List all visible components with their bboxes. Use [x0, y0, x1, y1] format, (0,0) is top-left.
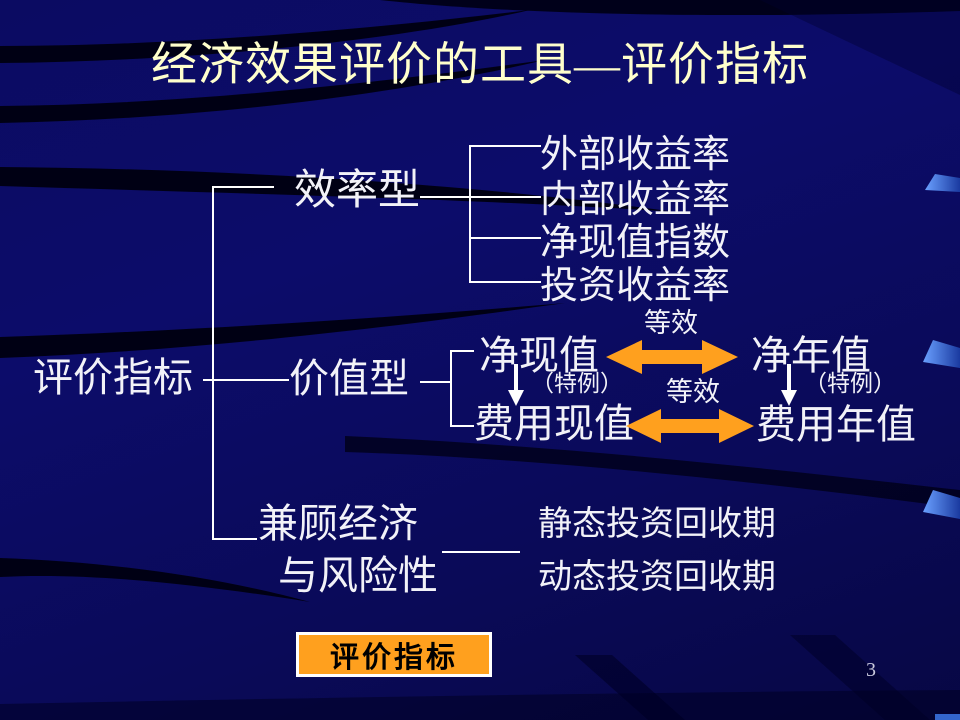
node-cost-annual-value: 费用年值	[756, 402, 916, 447]
efficiency-item: 投资收益率	[540, 265, 731, 307]
efficiency-item: 外部收益率	[540, 134, 731, 176]
main-bracket-vertical-line	[212, 187, 214, 540]
equivalence-arrow-icon	[606, 340, 738, 374]
swoosh-ribbon	[380, 0, 960, 16]
value-bracket-stub	[450, 425, 474, 427]
swoosh-ribbon	[0, 690, 960, 720]
branch-value-label: 价值型	[289, 356, 409, 401]
efficiency-item: 净现值指数	[540, 222, 731, 264]
slide-title: 经济效果评价的工具—评价指标	[151, 39, 809, 90]
branch-risk-label-line1: 兼顾经济	[258, 501, 418, 546]
down-arrow-icon	[508, 364, 524, 406]
node-net-annual-value: 净年值	[751, 333, 871, 378]
accent-bar	[923, 490, 960, 519]
accent-bar	[925, 174, 960, 192]
efficiency-bracket-stub	[469, 145, 541, 147]
efficiency-bracket-stub	[469, 196, 541, 198]
value-bracket-stub	[450, 350, 474, 352]
swoosh-ribbon	[0, 60, 545, 123]
down-arrow-icon	[781, 364, 797, 406]
equivalence-label-bottom: 等效	[666, 377, 720, 407]
swoosh-ribbon	[345, 436, 960, 508]
node-net-present-value: 净现值	[479, 333, 599, 378]
special-case-label: （特例）	[531, 371, 623, 396]
efficiency-item: 内部收益率	[540, 179, 731, 221]
swoosh-ribbon	[0, 303, 565, 358]
value-bracket-stub	[420, 381, 450, 383]
swoosh-ribbon	[0, 167, 675, 212]
risk-item: 动态投资回收期	[538, 559, 776, 596]
accent-bar	[923, 340, 960, 368]
connector-line-risk	[212, 538, 257, 540]
swoosh-ribbon	[0, 558, 310, 602]
efficiency-bracket-stub	[469, 281, 541, 283]
footer-box-label: 评价指标	[329, 641, 458, 674]
swoosh-ribbon	[760, 0, 960, 95]
value-bracket-vertical	[450, 350, 452, 427]
equivalence-arrow-icon	[626, 409, 754, 443]
risk-item: 静态投资回收期	[538, 506, 776, 543]
page-number: 3	[866, 659, 876, 681]
branch-risk-label-line2: 与风险性	[278, 553, 438, 598]
efficiency-bracket-stub	[420, 196, 469, 198]
connector-line-value	[203, 379, 289, 381]
connector-line-efficiency	[212, 186, 274, 188]
risk-connector-line	[442, 551, 520, 553]
branch-efficiency-label: 效率型	[294, 168, 421, 214]
special-case-label: （特例）	[804, 371, 896, 396]
node-cost-present-value: 费用现值	[474, 401, 634, 446]
tree-root-label: 评价指标	[33, 355, 193, 400]
efficiency-bracket-vertical	[469, 145, 471, 283]
efficiency-bracket-stub	[469, 237, 541, 239]
footer-highlight-box: 评价指标	[296, 632, 492, 677]
accent-bar	[935, 714, 960, 720]
swoosh-ribbon	[0, 10, 530, 63]
equivalence-label-top: 等效	[644, 308, 698, 338]
